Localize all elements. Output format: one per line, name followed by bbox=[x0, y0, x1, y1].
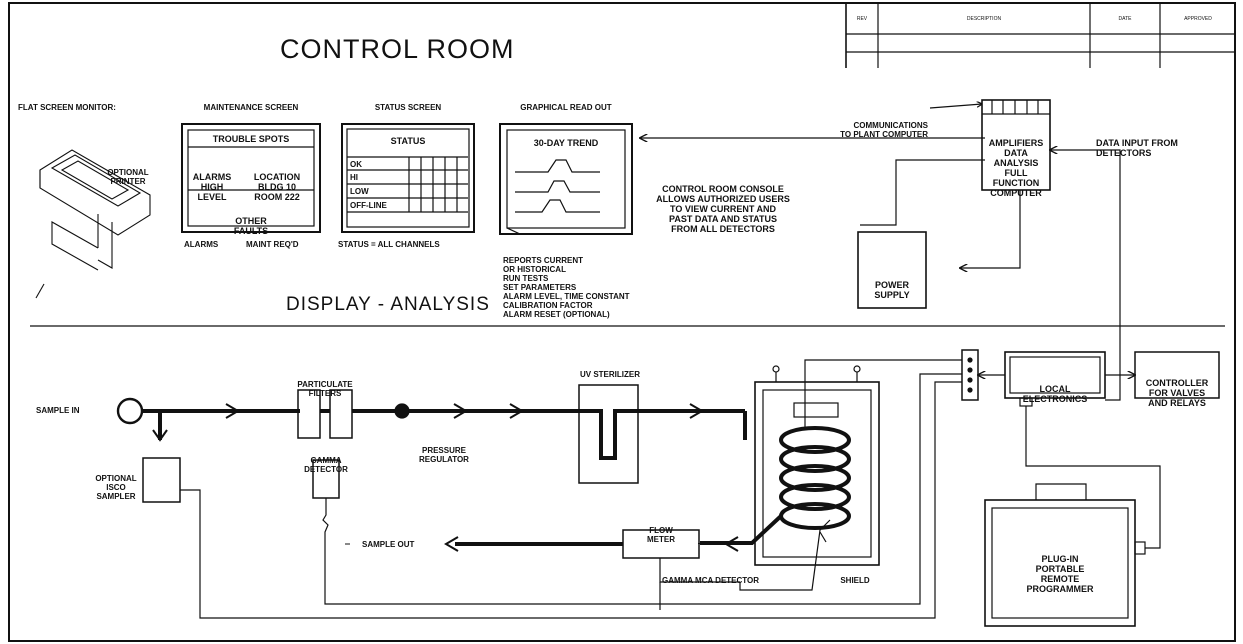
flat-screen-monitor-label: FLAT SCREEN MONITOR: bbox=[18, 103, 116, 112]
status-row-offline: OFF-LINE bbox=[350, 201, 387, 210]
trend-title: 30-DAY TREND bbox=[533, 138, 599, 148]
pressure-regulator bbox=[394, 403, 410, 419]
uv-sterilizer-label: UV STERILIZER bbox=[579, 370, 640, 379]
sample-in-label: SAMPLE IN bbox=[36, 406, 80, 415]
trouble-spots-title: TROUBLE SPOTS bbox=[212, 134, 290, 144]
maintenance-footer-alarms: ALARMS bbox=[184, 240, 219, 249]
particulate-filters bbox=[297, 389, 353, 439]
maintenance-screen bbox=[181, 123, 321, 233]
graphical-screen bbox=[499, 123, 633, 235]
gamma-mca-label: GAMMA MCA DETECTOR bbox=[662, 576, 760, 585]
maintenance-screen-heading: MAINTENANCE SCREEN bbox=[203, 103, 299, 112]
computer-block bbox=[860, 99, 1121, 401]
section-subtitle: DISPLAY - ANALYSIS bbox=[286, 294, 490, 315]
maintenance-footer-maint: MAINT REQ'D bbox=[246, 240, 299, 249]
controller-box bbox=[1134, 351, 1220, 399]
title-block-description: DESCRIPTION bbox=[966, 16, 1002, 22]
title-block-date: DATE bbox=[1118, 16, 1132, 22]
status-row-hi: HI bbox=[350, 173, 358, 182]
main-flow-line bbox=[142, 409, 745, 440]
printer-icon bbox=[35, 149, 151, 299]
title-block-rev: REV bbox=[856, 16, 868, 22]
status-footer: STATUS = ALL CHANNELS bbox=[338, 240, 440, 249]
sample-in-symbol bbox=[116, 397, 144, 425]
shield-label: SHIELD bbox=[840, 576, 870, 585]
detector-coil bbox=[700, 411, 851, 545]
title-block-approved: APPROVED bbox=[1184, 16, 1212, 22]
power-supply bbox=[857, 231, 927, 309]
status-row-ok: OK bbox=[350, 160, 362, 169]
status-title: STATUS bbox=[390, 136, 426, 146]
isco-sampler bbox=[142, 457, 181, 503]
local-electronics bbox=[1004, 351, 1161, 549]
sample-out-label: SAMPLE OUT bbox=[362, 540, 415, 549]
outer-frame bbox=[8, 2, 1236, 642]
graphical-readout-heading: GRAPHICAL READ OUT bbox=[520, 103, 612, 112]
status-screen-heading: STATUS SCREEN bbox=[374, 103, 442, 112]
status-screen bbox=[341, 123, 475, 233]
diagram-title: CONTROL ROOM bbox=[280, 34, 515, 64]
status-row-low: LOW bbox=[350, 187, 369, 196]
junction-block bbox=[961, 349, 1005, 401]
remote-programmer bbox=[984, 483, 1146, 627]
uv-sterilizer bbox=[578, 384, 639, 484]
title-block bbox=[845, 3, 1235, 68]
